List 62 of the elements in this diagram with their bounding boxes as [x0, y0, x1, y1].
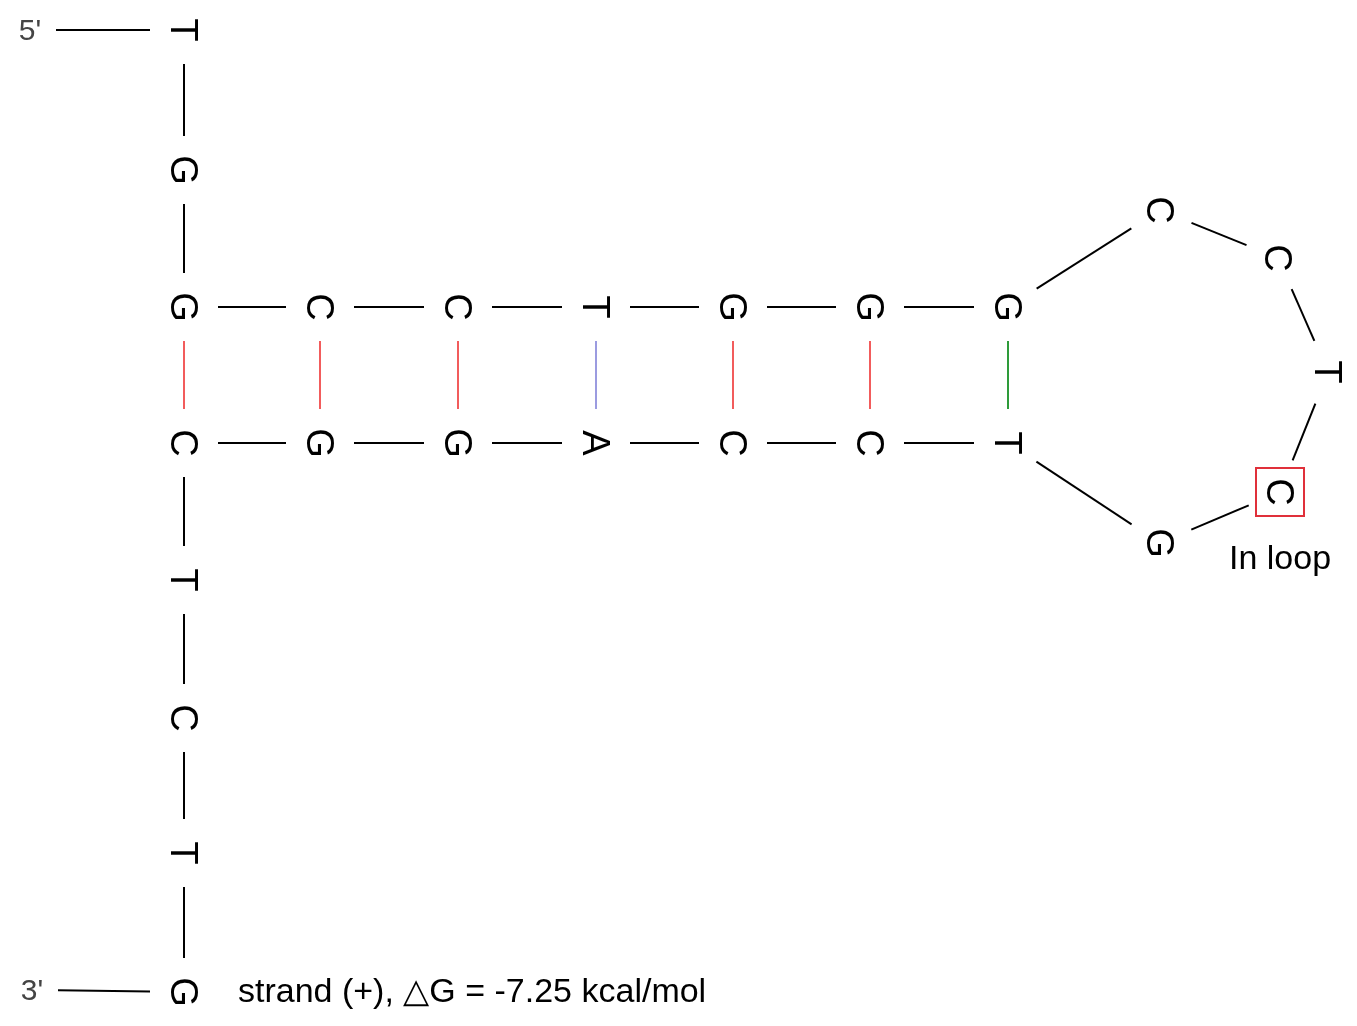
backbone-line	[1190, 221, 1248, 247]
nucleotide-letter: C	[164, 698, 204, 738]
backbone-line	[1035, 460, 1133, 526]
backbone-line	[353, 306, 425, 308]
backbone-line	[766, 442, 837, 444]
nucleotide-letter: G	[713, 287, 753, 327]
backbone-line	[491, 306, 563, 308]
backbone-line	[183, 203, 185, 274]
base-pair-line	[1007, 340, 1009, 410]
backbone-line	[903, 306, 975, 308]
backbone-line	[183, 886, 185, 959]
backbone-line	[1190, 504, 1250, 531]
nucleotide-letter: G	[1140, 523, 1180, 563]
free-energy-caption: strand (+), △G = -7.25 kcal/mol	[238, 973, 707, 1007]
strand-end-label: 5'	[18, 15, 42, 45]
backbone-line	[1035, 227, 1133, 290]
backbone-line	[183, 613, 185, 685]
backbone-line	[183, 476, 185, 547]
nucleotide-letter: T	[576, 287, 616, 327]
nucleotide-letter: T	[164, 560, 204, 600]
backbone-line	[491, 442, 563, 444]
nucleotide-letter: C	[1260, 472, 1300, 512]
nucleotide-letter: G	[164, 287, 204, 327]
backbone-line	[629, 306, 700, 308]
nucleotide-letter: C	[713, 423, 753, 463]
nucleotide-letter: G	[988, 287, 1028, 327]
nucleotide-letter: G	[300, 423, 340, 463]
nucleotide-letter: G	[164, 972, 204, 1012]
backbone-line	[57, 989, 151, 993]
nucleotide-letter: T	[1308, 352, 1348, 392]
backbone-line	[217, 442, 287, 444]
nucleotide-letter: G	[164, 150, 204, 190]
nucleotide-letter: C	[850, 423, 890, 463]
base-pair-line	[319, 340, 321, 410]
nucleotide-letter: C	[1258, 238, 1298, 278]
backbone-line	[183, 751, 185, 820]
nucleotide-letter: C	[438, 287, 478, 327]
backbone-line	[183, 63, 185, 137]
backbone-line	[1290, 288, 1316, 342]
base-pair-line	[457, 340, 459, 410]
nucleotide-letter: T	[164, 10, 204, 50]
base-pair-line	[595, 340, 597, 410]
backbone-line	[55, 29, 151, 31]
nucleotide-letter: C	[300, 287, 340, 327]
backbone-line	[903, 442, 975, 444]
base-pair-line	[183, 340, 185, 410]
loop-label: In loop	[1228, 540, 1332, 574]
nucleotide-letter: A	[576, 423, 616, 463]
backbone-line	[766, 306, 837, 308]
backbone-line	[353, 442, 425, 444]
base-pair-line	[732, 340, 734, 410]
backbone-line	[629, 442, 700, 444]
backbone-line	[1291, 402, 1317, 462]
nucleotide-letter: G	[850, 287, 890, 327]
nucleotide-letter: C	[164, 423, 204, 463]
nucleotide-letter: T	[988, 423, 1028, 463]
nucleotide-letter: G	[438, 423, 478, 463]
nucleotide-letter: T	[164, 833, 204, 873]
base-pair-line	[869, 340, 871, 410]
nucleotide-letter: C	[1140, 190, 1180, 230]
backbone-line	[217, 306, 287, 308]
strand-end-label: 3'	[20, 975, 44, 1005]
